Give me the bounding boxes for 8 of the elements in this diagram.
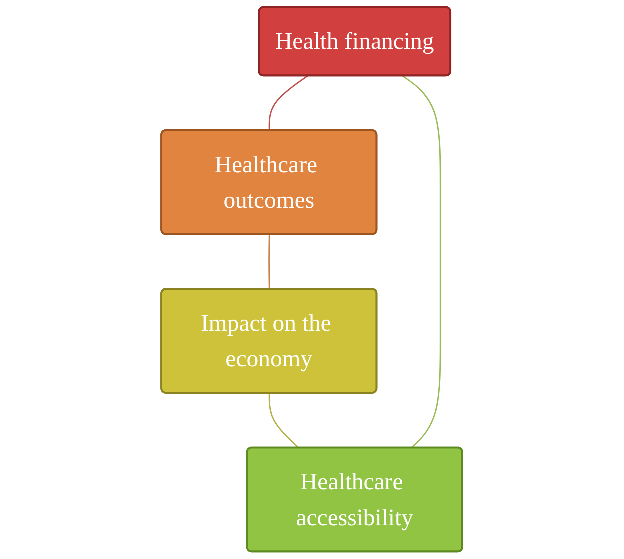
connector-line — [268, 393, 300, 449]
rounded-box: Impact on the economy — [160, 288, 378, 394]
rounded-box: Healthcare outcomes — [160, 130, 378, 236]
rounded-box: Health financing — [258, 6, 452, 77]
connector-line — [268, 234, 270, 290]
rounded-box: Healthcare accessibility — [246, 446, 464, 553]
connector-line — [402, 76, 442, 449]
connector-line — [268, 76, 308, 131]
